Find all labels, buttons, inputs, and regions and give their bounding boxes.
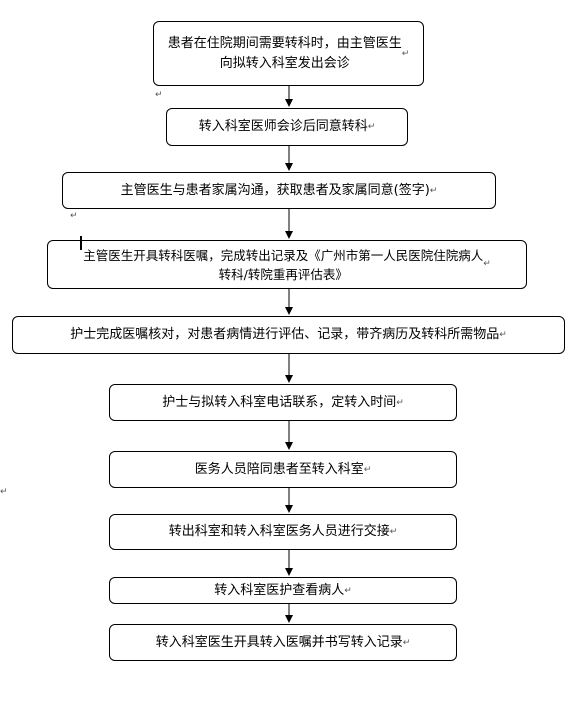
step-2-consult-agree: 转入科室医师会诊后同意转科↵ bbox=[166, 108, 408, 146]
step-2-text: 转入科室医师会诊后同意转科 bbox=[198, 119, 368, 134]
step-1-request-consult: 患者在住院期间需要转科时，由主管医生 向拟转入科室发出会诊↵ bbox=[153, 21, 424, 86]
step-1-text: 患者在住院期间需要转科时，由主管医生 向拟转入科室发出会诊 bbox=[167, 35, 402, 71]
paragraph-mark: ↵ bbox=[389, 527, 398, 537]
paragraph-mark: ↵ bbox=[396, 397, 404, 408]
step-7-escort-patient: 医务人员陪同患者至转入科室↵ bbox=[109, 451, 457, 488]
paragraph-mark: ↵ bbox=[367, 122, 376, 132]
step-4-text: 主管医生开具转科医嘱，完成转出记录及《广州市第一人民医院住院病人 转科/转院重再… bbox=[83, 247, 484, 282]
step-8-handover: 转出科室和转入科室医务人员进行交接↵ bbox=[109, 514, 457, 550]
step-7-text: 医务人员陪同患者至转入科室 bbox=[194, 461, 364, 477]
step-9-text: 转入科室医护查看病人 bbox=[214, 582, 345, 598]
paragraph-mark: ↵ bbox=[401, 48, 410, 59]
step-8-text: 转出科室和转入科室医务人员进行交接 bbox=[168, 524, 390, 539]
paragraph-mark: ↵ bbox=[499, 330, 507, 340]
step-5-nurse-check: 护士完成医嘱核对，对患者病情进行评估、记录，带齐病历及转科所需物品↵ bbox=[12, 316, 565, 354]
step-3-family-consent: 主管医生与患者家属沟通，获取患者及家属同意(签字)↵ bbox=[62, 172, 496, 209]
step-6-phone-contact: 护士与拟转入科室电话联系，定转入时间↵ bbox=[109, 384, 457, 421]
step-10-admission-record: 转入科室医生开具转入医嘱并书写转入记录↵ bbox=[109, 624, 457, 661]
stray-paragraph-mark: ↵ bbox=[0, 487, 8, 497]
text-cursor bbox=[80, 236, 82, 250]
paragraph-mark: ↵ bbox=[402, 637, 411, 648]
step-4-transfer-order: 主管医生开具转科医嘱，完成转出记录及《广州市第一人民医院住院病人 转科/转院重再… bbox=[47, 240, 527, 289]
stray-paragraph-mark: ↵ bbox=[155, 90, 163, 100]
step-6-text: 护士与拟转入科室电话联系，定转入时间 bbox=[162, 394, 397, 410]
stray-paragraph-mark: ↵ bbox=[70, 211, 78, 221]
step-5-text: 护士完成医嘱核对，对患者病情进行评估、记录，带齐病历及转科所需物品 bbox=[70, 327, 500, 342]
paragraph-mark: ↵ bbox=[344, 585, 352, 596]
step-10-text: 转入科室医生开具转入医嘱并书写转入记录 bbox=[155, 634, 403, 650]
paragraph-mark: ↵ bbox=[363, 464, 372, 475]
step-3-text: 主管医生与患者家属沟通，获取患者及家属同意(签字) bbox=[120, 182, 430, 198]
paragraph-mark: ↵ bbox=[429, 185, 438, 196]
step-9-examine-patient: 转入科室医护查看病人↵ bbox=[109, 577, 457, 604]
paragraph-mark: ↵ bbox=[483, 259, 491, 269]
